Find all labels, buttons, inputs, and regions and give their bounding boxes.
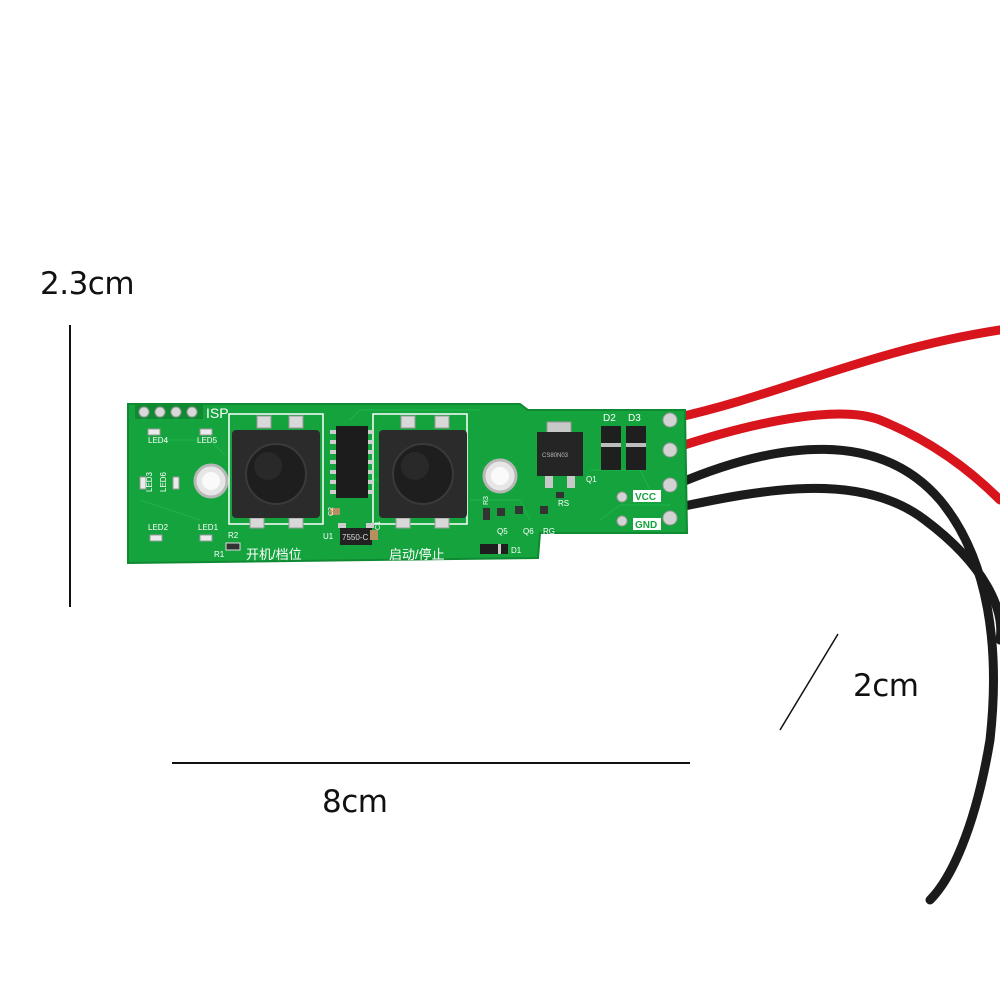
height-dimension-label: 2.3cm xyxy=(40,266,135,302)
led3-silkscreen: LED3 xyxy=(145,471,154,492)
voltage-regulator xyxy=(338,523,374,545)
d1-silkscreen: D1 xyxy=(511,546,522,555)
c2-silkscreen: C2 xyxy=(328,507,335,516)
led6-silkscreen: LED6 xyxy=(159,471,168,492)
pcb-board xyxy=(127,403,689,565)
push-button-power-mode xyxy=(232,415,320,529)
black-wire-loop xyxy=(670,444,998,905)
ic-chip-u1 xyxy=(330,426,373,498)
regulator-marking: 7550-C xyxy=(342,533,368,542)
q5-silkscreen: Q5 xyxy=(497,527,508,536)
red-wire-lower xyxy=(670,409,1000,505)
d2-silkscreen: D2 xyxy=(603,413,616,424)
depth-dimension-line xyxy=(779,633,839,731)
depth-dimension-label: 2cm xyxy=(853,668,919,704)
width-dimension-label: 8cm xyxy=(322,784,388,820)
u1-silkscreen: U1 xyxy=(323,532,334,541)
rs-silkscreen: RS xyxy=(558,499,569,508)
push-button-start-stop xyxy=(379,415,467,529)
wire-terminals xyxy=(616,412,678,527)
vcc-silkscreen: VCC xyxy=(635,492,656,503)
r1-silkscreen: R1 xyxy=(214,550,225,559)
led2-silkscreen: LED2 xyxy=(148,523,169,532)
r2-silkscreen: R2 xyxy=(228,531,239,540)
q1-silkscreen: Q1 xyxy=(586,475,597,484)
mosfet-marking: CS80N03 xyxy=(542,453,569,459)
gnd-silkscreen: GND xyxy=(635,520,657,531)
isp-silkscreen: ISP xyxy=(206,405,229,421)
r3-silkscreen: R3 xyxy=(483,496,490,505)
mosfet-q1 xyxy=(537,421,583,488)
diodes-d2-d3 xyxy=(601,426,646,470)
black-wire-lower xyxy=(670,483,1000,645)
rg-silkscreen: RG xyxy=(543,527,555,536)
button-right-silkscreen: 启动/停止 xyxy=(389,547,445,562)
button-left-silkscreen: 开机/档位 xyxy=(246,547,302,562)
led5-silkscreen: LED5 xyxy=(197,436,218,445)
smd-components xyxy=(139,428,564,554)
q6-silkscreen: Q6 xyxy=(523,527,534,536)
c1-silkscreen: C1 xyxy=(375,521,382,530)
red-wire-upper xyxy=(670,325,1000,423)
led1-silkscreen: LED1 xyxy=(198,523,219,532)
isp-header xyxy=(135,405,203,419)
wires xyxy=(670,325,1000,905)
led4-silkscreen: LED4 xyxy=(148,436,169,445)
d3-silkscreen: D3 xyxy=(628,413,641,424)
